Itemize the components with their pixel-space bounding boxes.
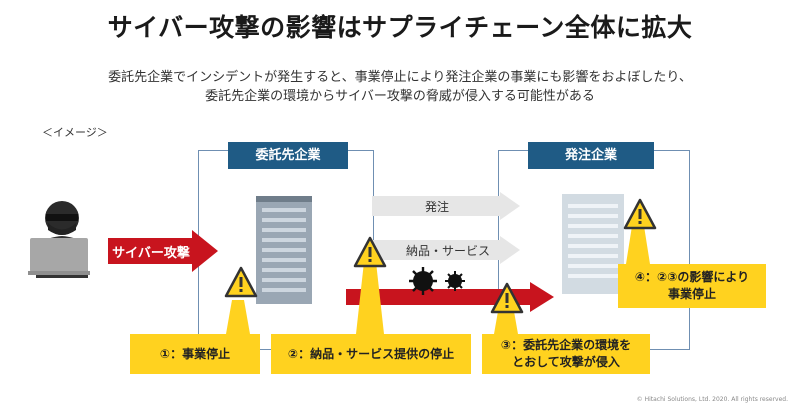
order-label: 発注	[424, 200, 449, 214]
warning-icon	[224, 266, 258, 298]
warning-icon	[353, 236, 387, 268]
delivery-label: 納品・サービス	[405, 244, 490, 258]
virus-icon	[445, 271, 465, 291]
laptop-icon	[28, 238, 90, 275]
subtitle-line-2: 委託先企業の環境からサイバー攻撃の脅威が侵入する可能性がある	[205, 89, 595, 104]
callout-orderer-line-1: ④：②③の影響により	[634, 270, 750, 284]
callout-orderer-stop: ④：②③の影響により 事業停止	[618, 264, 766, 308]
cyber-attack-arrow	[108, 230, 218, 272]
callout-attack-line-2: とおして攻撃が侵入	[512, 355, 620, 369]
image-note: ＜イメージ＞	[42, 126, 108, 139]
callout-business-stop: ①：事業停止	[130, 334, 260, 374]
virus-icon	[409, 267, 437, 295]
warning-icon	[623, 198, 657, 230]
warning-icon	[490, 282, 524, 314]
page-title: サイバー攻撃の影響はサプライチェーン全体に拡大	[107, 13, 693, 42]
vendor-box-header: 委託先企業	[228, 142, 348, 169]
cyber-attack-label: サイバー攻撃	[112, 246, 190, 261]
delivery-arrow	[372, 236, 520, 264]
orderer-box-header: 発注企業	[528, 142, 654, 169]
callout-orderer-line-2: 事業停止	[667, 287, 716, 301]
copyright: © Hitachi Solutions, Ltd. 2020. All righ…	[636, 396, 788, 403]
subtitle-line-1: 委託先企業でインシデントが発生すると、事業停止により発注企業の事業にも影響をおよ…	[108, 70, 692, 85]
order-arrow	[372, 192, 520, 220]
callout-attack-line-1: ③：委託先企業の環境を	[500, 338, 632, 352]
building-icon	[256, 196, 312, 304]
building-icon	[562, 194, 624, 294]
callout-attack-intrusion: ③：委託先企業の環境を とおして攻撃が侵入	[482, 334, 650, 374]
callout-delivery-stop: ②：納品・サービス提供の停止	[271, 334, 471, 374]
